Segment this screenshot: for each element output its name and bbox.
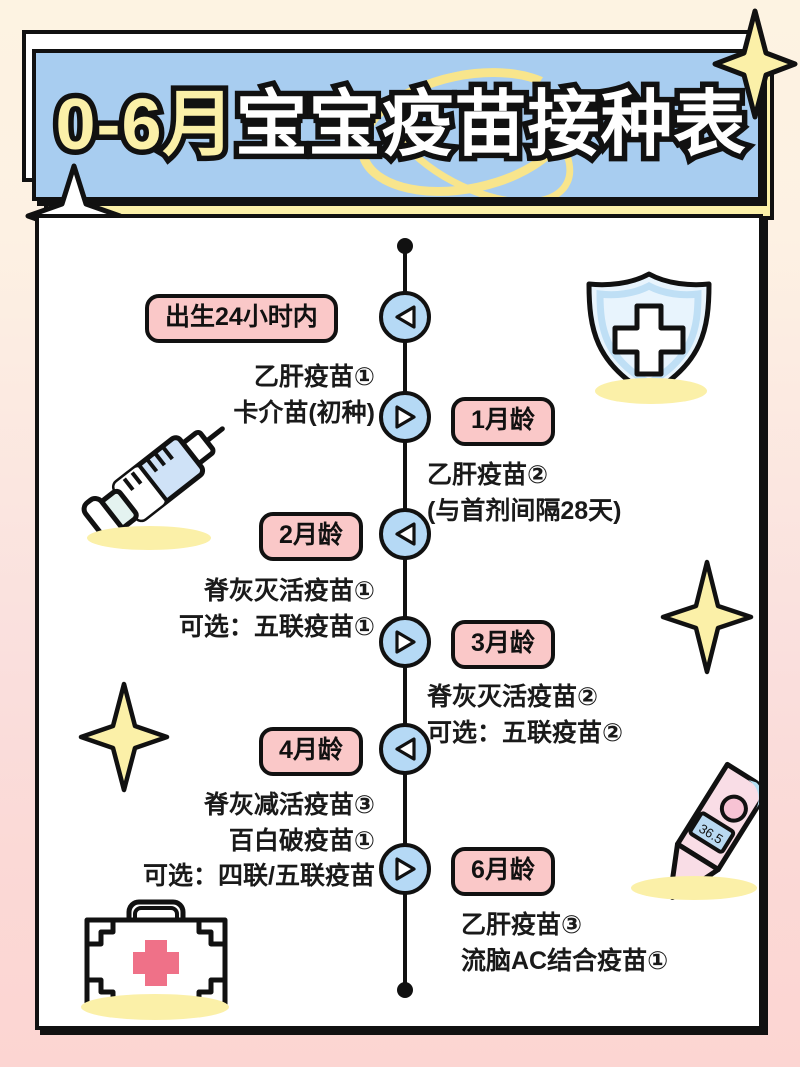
arrow-right-icon (395, 630, 416, 654)
vaccine-line: 乙肝疫苗③ (461, 911, 583, 939)
vaccine-line: 流脑AC结合疫苗① (461, 946, 669, 975)
vaccine-line: 脊灰灭活疫苗① (203, 577, 375, 605)
badge-entry-6month[interactable]: 6月龄 (451, 847, 555, 896)
badge-entry-birth[interactable]: 出生24小时内 (145, 294, 338, 343)
arrow-right-icon (395, 405, 416, 429)
medkit-illustration (61, 890, 251, 1026)
title-number: 0-6月 (50, 84, 240, 167)
vaccines-entry-1month: 乙肝疫苗② (与首剂间隔28天) (427, 458, 759, 529)
arrow-left-icon (395, 737, 416, 761)
shield-shadow (595, 378, 707, 404)
badge-entry-1month[interactable]: 1月龄 (451, 397, 555, 446)
vaccine-line: 可选：四联/五联疫苗 (143, 862, 375, 890)
thermometer-illustration: 36.5 (617, 748, 759, 918)
syringe-shadow (87, 526, 211, 550)
vaccine-line: 乙肝疫苗① (253, 363, 375, 391)
medkit-shadow (81, 994, 229, 1020)
badge-entry-3month[interactable]: 3月龄 (451, 620, 555, 669)
vaccines-entry-6month: 乙肝疫苗③ 流脑AC结合疫苗① (461, 908, 759, 979)
timeline-node-1[interactable] (379, 291, 431, 343)
thermometer-shadow (631, 876, 757, 900)
vaccine-line: 脊灰减活疫苗③ (203, 791, 375, 819)
syringe-icon (81, 426, 225, 547)
timeline-end-dot (397, 982, 413, 998)
timeline-node-5[interactable] (379, 723, 431, 775)
arrow-right-icon (395, 857, 416, 881)
timeline-start-dot (397, 238, 413, 254)
schedule-card: 出生24小时内 乙肝疫苗① 卡介苗(初种) 1月龄 乙肝疫苗② (与首剂间隔28… (35, 214, 763, 1030)
arrow-left-icon (395, 305, 416, 329)
vaccines-entry-3month: 脊灰灭活疫苗② 可选：五联疫苗② (427, 680, 759, 751)
vaccine-line: (与首剂间隔28天) (427, 496, 622, 525)
vaccines-entry-4month: 脊灰减活疫苗③ 百白破疫苗① 可选：四联/五联疫苗 (39, 788, 375, 895)
shield-illustration (569, 266, 729, 416)
vaccine-line: 百白破疫苗① (228, 826, 375, 855)
arrow-left-icon (395, 522, 416, 546)
timeline-node-2[interactable] (379, 391, 431, 443)
sparkle-mid-right-icon (660, 559, 754, 675)
title-banner: 0-6月宝宝疫苗接种表 (22, 30, 774, 220)
first-aid-kit-icon (84, 899, 228, 1007)
syringe-illustration (63, 418, 243, 558)
page-title: 0-6月宝宝疫苗接种表 (36, 53, 758, 197)
badge-entry-4month[interactable]: 4月龄 (259, 727, 363, 776)
title-main: 宝宝疫苗接种表 (230, 84, 751, 167)
vaccines-entry-birth: 乙肝疫苗① 卡介苗(初种) (39, 360, 375, 431)
vaccines-entry-2month: 脊灰灭活疫苗① 可选：五联疫苗① (39, 574, 375, 645)
sparkle-mid-left-icon (78, 681, 170, 793)
timeline-node-6[interactable] (379, 843, 431, 895)
banner-blue-layer: 0-6月宝宝疫苗接种表 (32, 49, 762, 201)
vaccine-line: 脊灰灭活疫苗② (427, 683, 599, 711)
timeline-node-4[interactable] (379, 616, 431, 668)
badge-entry-2month[interactable]: 2月龄 (259, 512, 363, 561)
vaccine-line: 可选：五联疫苗② (427, 718, 624, 747)
vaccine-line: 卡介苗(初种) (233, 398, 375, 427)
vaccine-line: 乙肝疫苗② (427, 461, 549, 489)
vaccine-line: 可选：五联疫苗① (178, 612, 375, 641)
timeline-node-3[interactable] (379, 508, 431, 560)
